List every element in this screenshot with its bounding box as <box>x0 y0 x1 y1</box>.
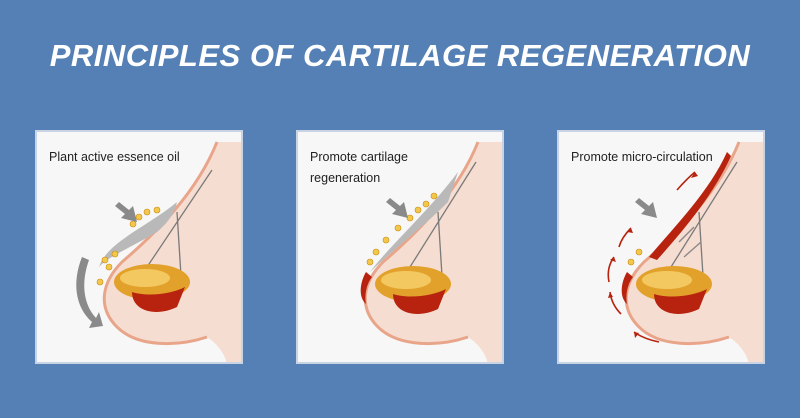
panel-caption: Promote cartilage regeneration <box>310 150 408 185</box>
panel-plant-oil: Plant active essence oil <box>35 130 243 364</box>
page-title: PRINCIPLES OF CARTILAGE REGENERATION <box>49 38 751 73</box>
arrow-icon <box>76 257 103 328</box>
panel-caption: Promote micro-circulation <box>571 150 713 164</box>
panel-caption: Plant active essence oil <box>49 150 180 164</box>
nose-illustration <box>607 141 763 362</box>
nose-illustration <box>76 141 241 362</box>
panel-cartilage-regeneration: Promote cartilage regeneration <box>296 130 504 364</box>
arrow-icon <box>635 198 657 218</box>
arrow-icon <box>386 198 408 218</box>
nose-illustration <box>360 141 502 362</box>
arrow-icon <box>115 202 137 222</box>
panel-micro-circulation: Promote micro-circulation <box>557 130 765 364</box>
